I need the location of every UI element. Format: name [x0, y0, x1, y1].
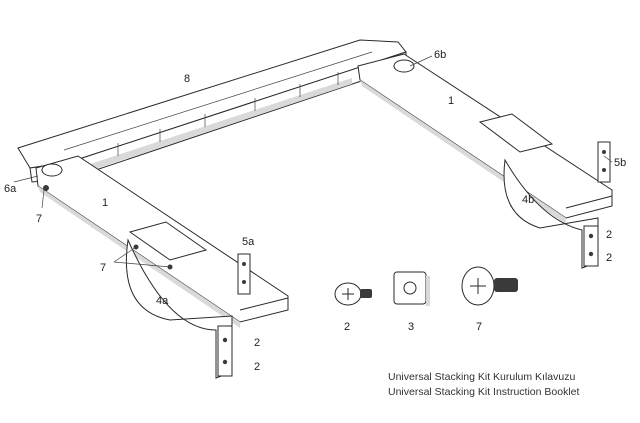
- back-frame-part-8: [17, 39, 407, 183]
- callout-7-part: 7: [476, 321, 482, 333]
- callout-6b: 6b: [434, 49, 446, 61]
- callout-3-part: 3: [408, 321, 414, 333]
- callout-5a: 5a: [242, 236, 255, 248]
- leader-lines: [13, 55, 613, 268]
- caption-english: Universal Stacking Kit Instruction Bookl…: [388, 386, 580, 398]
- callout-6a: 6a: [4, 183, 17, 195]
- callout-4a: 4a: [156, 295, 169, 307]
- callout-4b: 4b: [522, 194, 534, 206]
- right-bracket-part-4b: [503, 158, 599, 269]
- callout-2-right-2: 2: [606, 252, 612, 264]
- loose-screw-part-2: [334, 282, 372, 306]
- callout-2-left-1: 2: [254, 337, 260, 349]
- caption-block: Universal Stacking Kit Kurulum Kılavuzu …: [388, 371, 580, 398]
- small-bracket-part-5a: [237, 253, 251, 295]
- callout-7-mid: 7: [100, 262, 106, 274]
- callout-2-right-1: 2: [606, 229, 612, 241]
- left-bracket-part-4a: [125, 238, 233, 379]
- callout-labels: 8 6b 1 5b 4b 2 2 6a 7 1 7 5a 4a 2 2 2 3 …: [4, 49, 626, 373]
- callout-5b: 5b: [614, 157, 626, 169]
- callout-2-part: 2: [344, 321, 350, 333]
- right-rail-part-1: [357, 53, 613, 224]
- large-screw-part-7: [461, 266, 518, 306]
- callout-8: 8: [184, 73, 190, 85]
- caption-turkish: Universal Stacking Kit Kurulum Kılavuzu: [388, 371, 575, 383]
- square-nut-part-3: [393, 271, 430, 306]
- callout-1-right: 1: [448, 95, 454, 107]
- callout-2-left-2: 2: [254, 361, 260, 373]
- left-rail-part-1: [35, 155, 289, 328]
- callout-1-left: 1: [102, 197, 108, 209]
- callout-7-left: 7: [36, 213, 42, 225]
- small-bracket-part-5b: [597, 141, 611, 183]
